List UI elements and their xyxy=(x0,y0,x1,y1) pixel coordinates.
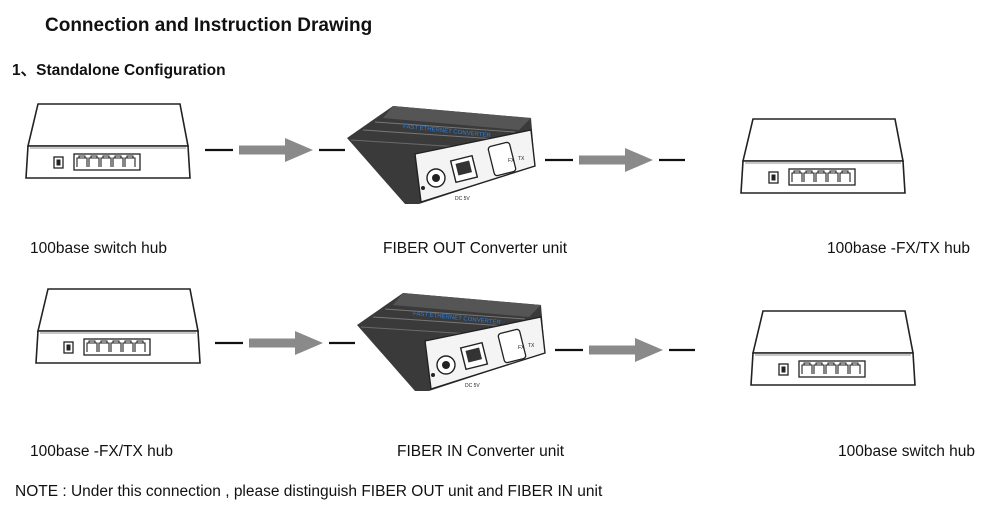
row2-right-label: 100base switch hub xyxy=(838,443,976,460)
hub-device xyxy=(35,288,201,364)
converter-unit: FAST ETHERNET CONVERTER DC 5V FX TX xyxy=(346,105,536,205)
footnote: NOTE : Under this connection , please di… xyxy=(15,483,603,500)
hub-device xyxy=(740,118,906,194)
led-label-fx: FX xyxy=(518,345,525,351)
hub-device xyxy=(25,103,191,179)
section-number: 1、 xyxy=(12,62,37,79)
row2-center-label: FIBER IN Converter unit xyxy=(397,443,565,460)
row1-center-label: FIBER OUT Converter unit xyxy=(383,240,568,257)
led-label-tx: TX xyxy=(528,343,535,349)
connection-arrow xyxy=(553,336,697,364)
led-label-fx: FX xyxy=(508,158,515,164)
power-port-label: DC 5V xyxy=(455,196,470,202)
hub-device xyxy=(750,310,916,386)
connection-arrow xyxy=(213,329,357,357)
row1-left-label: 100base switch hub xyxy=(30,240,168,257)
converter-unit: FAST ETHERNET CONVERTER DC 5V FX TX xyxy=(356,292,546,392)
led-label-tx: TX xyxy=(518,156,525,162)
section-title: Standalone Configuration xyxy=(36,62,226,79)
power-port-label: DC 5V xyxy=(465,383,480,389)
row1-right-label: 100base -FX/TX hub xyxy=(827,240,971,257)
section-heading: 1、Standalone Configuration xyxy=(12,58,226,80)
page-title: Connection and Instruction Drawing xyxy=(45,15,373,36)
row2-left-label: 100base -FX/TX hub xyxy=(30,443,174,460)
connection-arrow xyxy=(203,136,347,164)
connection-arrow xyxy=(543,146,687,174)
